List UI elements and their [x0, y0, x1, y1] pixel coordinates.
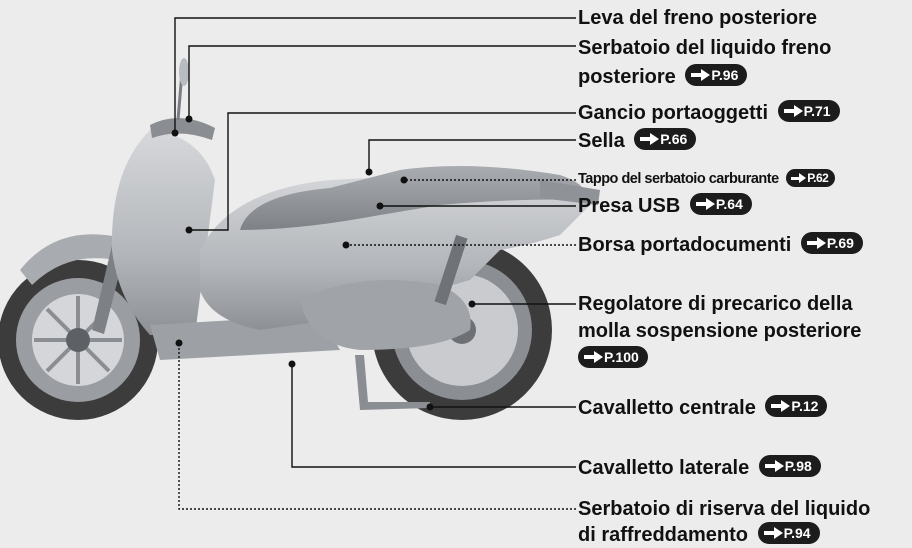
page-ref-text: P.98	[784, 457, 812, 474]
scooter-illustration	[0, 58, 600, 420]
right-arrow-icon	[640, 133, 660, 145]
page-ref-link[interactable]: P.62	[786, 169, 836, 187]
label-text: Cavalletto centrale	[578, 397, 756, 419]
page-ref-text: P.64	[715, 195, 743, 212]
label-text: Borsa portadocumenti	[578, 234, 792, 256]
label-presa-usb: Presa USB P.64	[578, 193, 752, 219]
label-text: Serbatoio del liquido freno	[578, 37, 832, 59]
label-cav-centrale: Cavalletto centrale P.12	[578, 395, 828, 421]
leader-cav-laterale	[291, 364, 576, 468]
right-arrow-icon	[771, 400, 791, 412]
label-text: Leva del freno posteriore	[578, 7, 817, 29]
page-ref-text: P.66	[660, 130, 688, 147]
right-arrow-icon	[806, 237, 826, 249]
label-text: Regolatore di precarico della	[578, 293, 853, 315]
label-tappo: Tappo del serbatoio carburante P.62	[578, 167, 836, 192]
page-ref-link[interactable]: P.98	[758, 455, 821, 477]
leader-serbatoio-freno	[188, 45, 576, 119]
right-arrow-icon	[764, 460, 784, 472]
label-serbatoio-freno: Serbatoio del liquido freno	[578, 36, 831, 61]
page-ref-link[interactable]: P.71	[777, 100, 840, 122]
page-ref-link[interactable]: P.96	[685, 64, 748, 86]
page-ref-link[interactable]: P.69	[800, 232, 863, 254]
label-sella: Sella P.66	[578, 128, 697, 154]
label-text: Cavalletto laterale	[578, 457, 750, 479]
label-borsa: Borsa portadocumenti P.69	[578, 232, 863, 258]
page-ref-text: P.69	[826, 234, 854, 251]
page-ref-text: P.71	[803, 102, 831, 119]
label-regolatore-line2: molla sospensione posteriore	[578, 319, 861, 344]
label-gancio: Gancio portaoggetti P.71	[578, 100, 840, 126]
leader-lines	[174, 17, 576, 510]
leader-gancio	[189, 112, 576, 231]
label-cav-laterale: Cavalletto laterale P.98	[578, 455, 821, 481]
page-ref-link[interactable]: P.66	[634, 128, 697, 150]
page-ref-text: P.94	[783, 524, 811, 541]
label-leva-freno: Leva del freno posteriore	[578, 6, 817, 31]
label-regolatore-line3: P.100	[578, 346, 648, 372]
label-text: di raffreddamento	[578, 524, 749, 546]
label-text: Serbatoio di riserva del liquido	[578, 498, 871, 520]
leader-leva-freno	[174, 17, 576, 133]
right-arrow-icon	[791, 173, 807, 183]
label-text: Presa USB	[578, 195, 681, 217]
leader-sella	[368, 139, 576, 172]
leader-serb-riserva	[178, 343, 576, 510]
page-ref-link[interactable]: P.94	[757, 522, 820, 544]
label-text: Sella	[578, 130, 625, 152]
page-ref-text: P.62	[807, 170, 829, 185]
page-ref-text: P.100	[604, 348, 639, 365]
right-arrow-icon	[691, 69, 711, 81]
label-text: Gancio portaoggetti	[578, 102, 768, 124]
page-ref-link[interactable]: P.64	[689, 193, 752, 215]
right-arrow-icon	[695, 198, 715, 210]
label-text: molla sospensione posteriore	[578, 320, 862, 342]
leader-dots	[171, 115, 476, 411]
page-ref-link[interactable]: P.100	[578, 346, 648, 368]
label-serb-riserva-line2: di raffreddamento P.94	[578, 522, 820, 548]
label-text: posteriore	[578, 66, 676, 88]
label-regolatore: Regolatore di precarico della	[578, 292, 853, 317]
page-ref-text: P.96	[711, 66, 739, 83]
right-arrow-icon	[763, 527, 783, 539]
right-arrow-icon	[584, 351, 603, 363]
page-ref-link[interactable]: P.12	[765, 395, 828, 417]
label-serbatoio-freno-line2: posteriore P.96	[578, 64, 748, 90]
right-arrow-icon	[783, 105, 803, 117]
label-serb-riserva: Serbatoio di riserva del liquido	[578, 497, 870, 522]
label-text: Tappo del serbatoio carburante	[578, 171, 779, 187]
page-ref-text: P.12	[791, 397, 819, 414]
